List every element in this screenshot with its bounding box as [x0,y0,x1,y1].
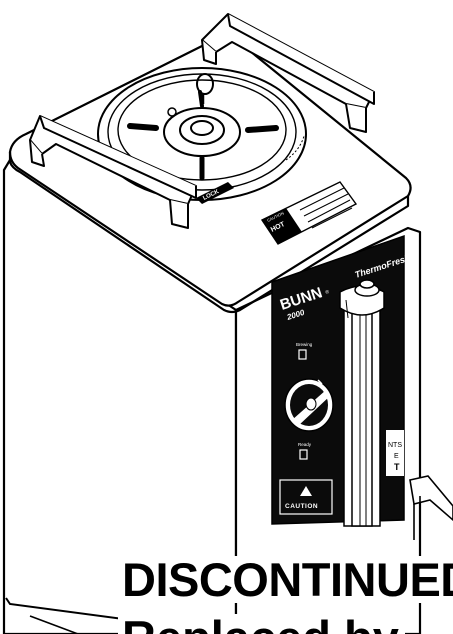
handle-left [29,115,197,229]
brewing-light-icon [298,349,307,360]
caution-triangle-icon [300,486,312,496]
ready-light-icon [299,449,308,460]
panel-brand-mark: ® [324,288,330,296]
stand-edge [409,475,453,540]
side-text-1: NTS [388,442,402,449]
panel-caution-label: CAUTION [285,503,318,510]
lid-decal: HOT CAUTION [260,181,358,245]
control-panel: BUNN ® 2000 ThermoFresh Brewing Ready CA… [271,234,412,525]
side-text-2: E [394,453,399,460]
discontinued-stamp: DISCONTINUED [118,556,453,603]
light-bottom-label: Ready [298,442,312,447]
replaced-by-stamp: Replaced by [118,614,405,634]
sight-gauge [339,279,385,527]
side-text-3: T [394,462,400,472]
light-top-label: Brewing [296,342,313,347]
handle-right [201,13,375,133]
selector-dial-icon[interactable] [284,378,334,432]
